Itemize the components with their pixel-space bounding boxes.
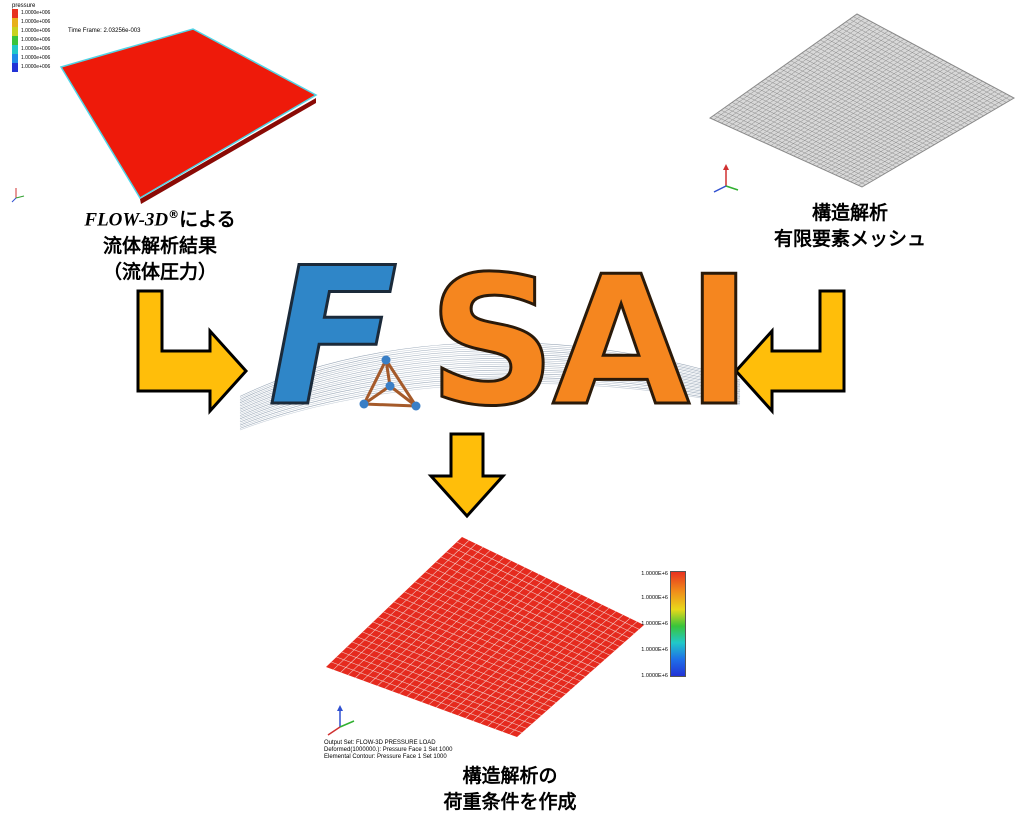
legend-item: 1.0000e+006 bbox=[12, 54, 50, 63]
legend-value: 1.0000e+006 bbox=[21, 64, 51, 70]
time-frame-label: Time Frame: 2.03256e-003 bbox=[68, 28, 141, 34]
flow3d-brand: FLOW-3D bbox=[84, 209, 169, 231]
fe-caption-line2: 有限要素メッシュ bbox=[773, 228, 926, 250]
cfd-caption-line2: 流体解析結果 bbox=[102, 235, 217, 258]
load-plate-grid bbox=[331, 540, 640, 735]
fe-mesh-panel: 構造解析 有限要素メッシュ bbox=[690, 0, 1024, 250]
colorbar-label: 1.0000E+6 bbox=[641, 673, 668, 679]
legend-swatch bbox=[12, 45, 18, 54]
legend-swatch bbox=[12, 27, 18, 36]
cfd-caption-line3: （流体圧力） bbox=[102, 261, 217, 284]
colorbar-label: 1.0000E+6 bbox=[641, 621, 668, 627]
legend-value: 1.0000e+006 bbox=[21, 10, 51, 16]
colorbar-label: 1.0000E+6 bbox=[641, 647, 668, 653]
legend-value: 1.0000e+006 bbox=[21, 46, 51, 52]
arrow-right-to-logo bbox=[733, 289, 846, 415]
output-set-line: Output Set: FLOW-3D PRESSURE LOAD bbox=[324, 740, 436, 746]
load-caption-line2: 荷重条件を作成 bbox=[443, 791, 577, 813]
legend-swatch bbox=[12, 54, 18, 63]
load-result-panel: 1.0000E+6 1.0000E+6 1.0000E+6 1.0000E+6 1.00… bbox=[300, 525, 720, 817]
fe-mesh-plate bbox=[708, 13, 1016, 188]
contour-line: Elemental Contour: Pressure Face 1 Set 1… bbox=[324, 754, 447, 760]
legend-value: 1.0000e+006 bbox=[21, 37, 51, 43]
logo-wave-lines bbox=[239, 342, 741, 431]
load-caption: 構造解析の 荷重条件を作成 bbox=[380, 763, 640, 815]
legend-value: 1.0000e+006 bbox=[21, 28, 51, 34]
truss-node-icon bbox=[359, 355, 421, 411]
arrow-down-to-result bbox=[427, 432, 507, 519]
fe-caption-line1: 構造解析 bbox=[811, 202, 888, 224]
pressure-plate bbox=[59, 28, 318, 204]
legend-swatch bbox=[12, 63, 18, 72]
legend-item: 1.0000e+006 bbox=[12, 18, 50, 27]
caption-suffix: による bbox=[179, 208, 236, 231]
fe-mesh-caption: 構造解析 有限要素メッシュ bbox=[750, 200, 950, 252]
logo-letter-f: F bbox=[267, 227, 400, 448]
colorbar-label: 1.0000E+6 bbox=[641, 571, 668, 577]
legend-item: 1.0000e+006 bbox=[12, 27, 50, 36]
fsai-logo: F SAI bbox=[239, 241, 754, 445]
axis-triad-icon bbox=[713, 164, 739, 193]
registered-mark: ® bbox=[168, 208, 180, 221]
legend-item: 1.0000e+006 bbox=[12, 9, 50, 18]
legend-swatch bbox=[12, 36, 18, 45]
legend-value: 1.0000e+006 bbox=[21, 55, 51, 61]
legend-item: 1.0000e+006 bbox=[12, 36, 50, 45]
legend-item: 1.0000e+006 bbox=[12, 45, 50, 54]
axis-triad-icon bbox=[11, 188, 25, 203]
arrow-left-to-logo bbox=[136, 289, 249, 415]
mesh-grid-lines bbox=[713, 15, 1011, 186]
axis-triad-icon bbox=[327, 705, 355, 736]
colorbar-label: 1.0000E+6 bbox=[641, 595, 668, 601]
colorbar bbox=[670, 571, 686, 677]
load-caption-line1: 構造解析の bbox=[462, 765, 558, 787]
legend-title: pressure bbox=[12, 3, 36, 9]
legend-value: 1.0000e+006 bbox=[21, 19, 51, 25]
deformed-line: Deformed(1000000.): Pressure Face 1 Set … bbox=[324, 747, 453, 753]
legend-item: 1.0000e+006 bbox=[12, 63, 50, 72]
legend-swatch bbox=[12, 9, 18, 18]
logo-letters-sai: SAI bbox=[426, 238, 753, 445]
load-plate bbox=[326, 537, 644, 737]
legend-items: 1.0000e+006 1.0000e+006 1.0000e+006 1.0000e… bbox=[12, 9, 50, 72]
cfd-caption: FLOW-3D®による 流体解析結果 （流体圧力） bbox=[40, 202, 280, 285]
legend-swatch bbox=[12, 18, 18, 27]
